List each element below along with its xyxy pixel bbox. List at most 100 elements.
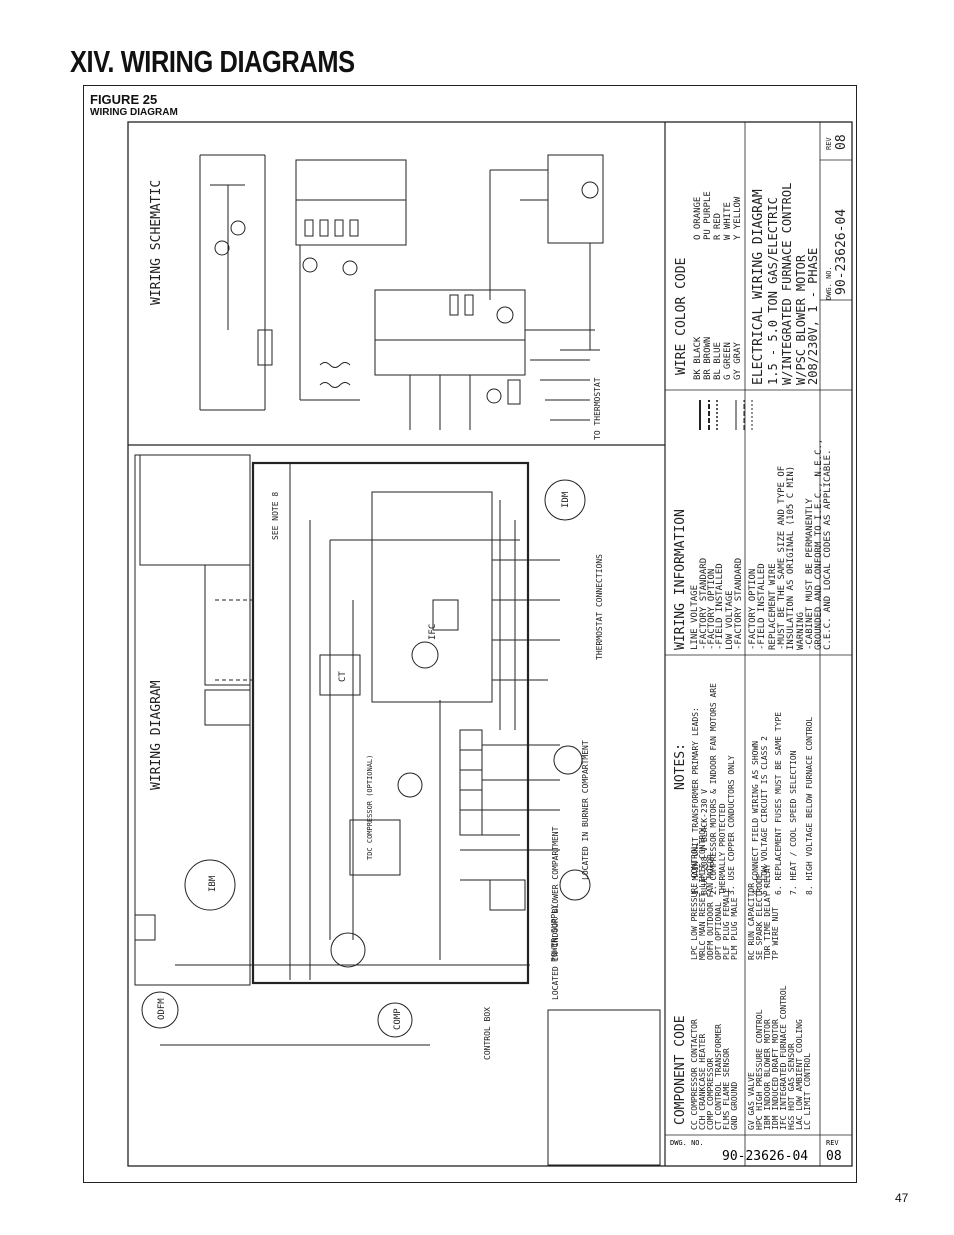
component-entry: IFC INTEGRATED FURNACE CONTROL [779, 985, 788, 1130]
control-box-label: CONTROL BOX [483, 1007, 492, 1060]
rev-label: REV [825, 137, 833, 150]
wire-color-entry: R RED [713, 213, 723, 240]
component-entry: PLF PLUG FEMALE [722, 888, 731, 960]
schematic-title: WIRING SCHEMATIC [149, 180, 164, 305]
notes-line: 1. MAIN UNIT TRANSFORMER PRIMARY LEADS: [691, 707, 700, 895]
electrical-title-line: W/INTEGRATED FURNACE CONTROL [780, 183, 794, 385]
wiring-info-line: -FIELD INSTALLED [757, 563, 767, 650]
component-entry: PLM PLUG MALE [730, 897, 739, 960]
comp-label: COMP [393, 1008, 403, 1030]
component-entry: LPC LOW PRESSURE CONTROL [690, 844, 699, 960]
component-entry: COMP COMPRESSOR [706, 1058, 715, 1130]
wiring-info-line: -FACTORY OPTION [748, 569, 758, 650]
component-entry: HPC HIGH PRESSURE CONTROL [755, 1009, 764, 1130]
wiring-info-line: WARNING [796, 612, 806, 650]
ct-label: CT [338, 671, 348, 682]
component-entry: TDR TIME DELAY RELAY [763, 863, 772, 960]
wire-color-entry: O ORANGE [693, 197, 703, 240]
notes-line: 5. LOW VOLTAGE CIRCUIT IS CLASS 2 [760, 736, 769, 895]
electrical-title-line: 208/230V, 1 - PHASE [806, 248, 820, 385]
power-supply-label: POWER SUPPLY [550, 904, 559, 962]
wire-color-entry: BK BLACK [693, 336, 703, 380]
odfm-label: ODFM [157, 998, 167, 1020]
ibm-label: IBM [208, 875, 218, 892]
wiring-info-line: GROUNDED AND CONFORM TO I.E.C., N.E.C., [814, 439, 824, 650]
wire-color-entry: G GREEN [723, 342, 733, 380]
wiring-info-line: INSULATION AS ORIGINAL (105 C MIN) [786, 466, 796, 650]
component-entry: CCH CRANKCASE HEATER [698, 1033, 707, 1130]
figure-caption: WIRING DIAGRAM [90, 107, 178, 118]
electrical-title-block: ELECTRICAL WIRING DIAGRAM 1.5 - 5.0 TON … [751, 183, 820, 385]
component-entry: IDM INDUCED DRAFT MOTOR [771, 1019, 780, 1130]
component-entry: MRLC MAN RESET LIMIT CONTROL [698, 825, 707, 960]
wiring-info-line: C.E.C. AND LOCAL CODES AS APPLICABLE. [823, 450, 833, 650]
located-blower-label: LOCATED IN INDOOR BLOWER COMPARTMENT [551, 826, 560, 1000]
component-entry: CC COMPRESSOR CONTACTOR [690, 1019, 699, 1130]
notes-line: 6. REPLACEMENT FUSES MUST BE SAME TYPE [774, 712, 783, 895]
rev-label-bottom: REV [826, 1139, 839, 1147]
sheet-border [127, 121, 853, 1167]
wire-color-code-title: WIRE COLOR CODE [674, 258, 689, 375]
title-block-top: DWG. NO. 90-23626-04 REV 08 [825, 134, 849, 300]
dwg-label: DWG. NO. [825, 266, 833, 300]
located-burner-label: LOCATED IN BURNER COMPARTMENT [581, 740, 590, 880]
electrical-title-line: ELECTRICAL WIRING DIAGRAM [751, 189, 766, 385]
wiring-info-line: -MUST BE THE SAME SIZE AND TYPE OF [777, 466, 787, 650]
component-entry: SE SPARK ELECTRODE [755, 873, 764, 960]
component-code-title: COMPONENT CODE [673, 1015, 688, 1125]
wire-color-entry: W WHITE [723, 202, 733, 240]
component-entry: LC LIMIT CONTROL [803, 1053, 812, 1130]
wiring-info-line: -FACTORY OPTION [707, 569, 717, 650]
electrical-title-line: 1.5 - 5.0 TON GAS/ELECTRIC [766, 197, 780, 385]
component-entry: CT CONTROL TRANSFORMER [714, 1024, 723, 1130]
diagram-title: WIRING DIAGRAM [149, 680, 164, 790]
page-title: XIV. WIRING DIAGRAMS [70, 44, 355, 79]
component-entry: ODFM OUTDOOR FAN MOTOR [706, 854, 715, 960]
page-number: 47 [895, 1191, 909, 1205]
thermostat-label: TO THERMOSTAT [593, 377, 602, 440]
component-entry: FLMS FLAME SENSOR [722, 1048, 731, 1130]
wiring-info-line: LOW VOLTAGE [725, 590, 735, 650]
notes-line: THERMALLY PROTECTED [718, 803, 727, 895]
component-entry: GND GROUND [730, 1082, 739, 1130]
idm-label: IDM [561, 491, 571, 508]
wiring-info-line: LINE VOLTAGE [690, 585, 700, 650]
wire-color-entry: BL BLUE [713, 342, 723, 380]
dwg-number: 90-23626-04 [834, 209, 849, 295]
tdc-label: TDC COMPRESSOR (OPTIONAL) [366, 755, 374, 860]
figure-frame [83, 85, 857, 1183]
component-entry: OPT OPTIONAL [714, 902, 723, 960]
notes-line: 8. HIGH VOLTAGE BELOW FURNACE CONTROL [805, 717, 814, 895]
notes-line: BLUE-208 V BLACK-230 V [700, 789, 709, 895]
component-entry: HGS HOT GAS SENSOR [787, 1043, 796, 1130]
rev-number: 08 [834, 134, 849, 150]
dwg-label-bottom: DWG. NO. [670, 1139, 704, 1147]
thermostat-conn-label: THERMOSTAT CONNECTIONS [595, 554, 604, 660]
title-block-bottom: DWG. NO. 90-23626-04 REV 08 [670, 1139, 842, 1164]
wiring-information: WIRING INFORMATION LINE VOLTAGE -FACTORY… [673, 400, 833, 650]
notes-line: 3. USE COPPER CONDUCTORS ONLY [727, 755, 736, 895]
wiring-info-line: REPLACEMENT WIRE [768, 563, 778, 650]
notes: NOTES: 1. MAIN UNIT TRANSFORMER PRIMARY … [673, 683, 814, 895]
wire-color-entry: BR BROWN [703, 337, 713, 380]
component-entry: LAC LOW AMBIENT COOLING [795, 1019, 804, 1130]
ifc-label: IFC [428, 624, 438, 640]
notes-line: 4. CONNECT FIELD WIRING AS SHOWN [751, 741, 760, 895]
notes-line: 2. COMPRESSOR MOTORS & INDOOR FAN MOTORS… [709, 683, 718, 895]
wiring-info-title: WIRING INFORMATION [673, 509, 688, 650]
component-entry: TP WIRE NUT [771, 907, 780, 960]
wiring-info-line: -FACTORY STANDARD [699, 558, 709, 650]
electrical-title-line: W/PSC BLOWER MOTOR [794, 254, 808, 385]
diagram-area [134, 454, 661, 1166]
wire-color-entry: GY GRAY [733, 341, 743, 380]
wiring-info-line: -FIELD INSTALLED [715, 563, 725, 650]
wire-color-code: WIRE COLOR CODE BK BLACK BR BROWN BL BLU… [674, 191, 743, 380]
notes-line: 7. HEAT / COOL SPEED SELECTION [789, 750, 798, 895]
notes-title: NOTES: [673, 743, 688, 790]
wire-color-entry: PU PURPLE [703, 191, 713, 240]
component-code: COMPONENT CODE CC COMPRESSOR CONTACTOR C… [673, 825, 812, 1130]
wiring-info-line: -CABINET MUST BE PERMANENTLY [805, 498, 815, 650]
see-note-label: SEE NOTE 8 [271, 492, 280, 540]
wiring-info-line: -FACTORY STANDARD [734, 558, 744, 650]
component-entry: RC RUN CAPACITOR [747, 883, 756, 960]
